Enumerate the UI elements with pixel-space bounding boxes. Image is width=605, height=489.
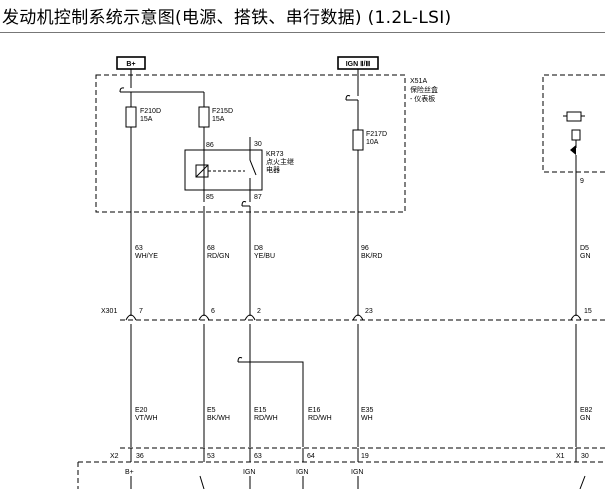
x301-pin: 2 (257, 308, 261, 315)
fuse-f210d (125, 106, 137, 128)
x2-pin: 19 (361, 453, 369, 460)
wire-lower-color: WH (361, 415, 373, 422)
wire-upper-circuit: D5 (580, 245, 589, 252)
relay-pin-85: 85 (206, 194, 214, 201)
right-module-border (542, 74, 605, 173)
relay-name-2: 电器 (266, 165, 280, 174)
wire-lower-color: RD/WH (254, 415, 278, 422)
relay-id: KR73 (266, 151, 284, 158)
fuse-f215d (198, 106, 210, 128)
x301-id: X301 (101, 308, 117, 315)
wire-e16 (250, 361, 304, 447)
bottom-label: IGN (296, 469, 308, 476)
wire-upper-circuit: D8 (254, 245, 263, 252)
x301-pin-bumps (125, 314, 582, 321)
wire-lower-circuit: E16 (308, 407, 321, 414)
wire-lower-circuit: E5 (207, 407, 216, 414)
wire-lower-color: BK/WH (207, 415, 230, 422)
title-divider (0, 32, 605, 33)
wire-lower-color: VT/WH (135, 415, 158, 422)
x2-id: X2 (110, 453, 119, 460)
ground-symbol (571, 129, 581, 141)
relay-pin-30: 30 (254, 141, 262, 148)
bplus-bus-curl (119, 87, 125, 93)
ign-label: IGN Ⅱ/Ⅲ (346, 60, 371, 68)
relay-pin-86: 86 (206, 142, 214, 149)
fuse-f210d-rating: 15A (140, 116, 153, 123)
wire-upper-circuit: 68 (207, 245, 215, 252)
x2-pin: 63 (254, 453, 262, 460)
wire-upper-circuit: 96 (361, 245, 369, 252)
x2-pin: 36 (136, 453, 144, 460)
wire-lower-color: GN (580, 415, 591, 422)
x301-pin: 15 (584, 308, 592, 315)
wire-upper-color: GN (580, 253, 591, 260)
fuse-f215d-rating: 15A (212, 116, 225, 123)
wire-lower-circuit: E35 (361, 407, 374, 414)
bplus-source-box (116, 56, 146, 70)
engine-icon (563, 111, 585, 122)
wire-upper-color: RD/GN (207, 253, 230, 260)
fuse-box-border (95, 74, 406, 213)
x1-pin: 30 (581, 453, 589, 460)
x301-pin: 23 (365, 308, 373, 315)
wire-68 (185, 127, 205, 447)
fuse-f217d (352, 129, 364, 151)
wire-d8 (242, 190, 251, 447)
x2-pin: 53 (207, 453, 215, 460)
fuse-f210d-id: F210D (140, 108, 161, 115)
x1-id: X1 (556, 453, 565, 460)
fuse-f217d-id: F217D (366, 131, 387, 138)
wire-lower-circuit: E82 (580, 407, 593, 414)
bplus-bus (120, 68, 204, 93)
right-module-pin: 9 (580, 178, 584, 185)
bottom-label: IGN (243, 469, 255, 476)
wire-lower-circuit: E20 (135, 407, 148, 414)
fuse-f215d-id: F215D (212, 108, 233, 115)
fuse-f217d-rating: 10A (366, 139, 379, 146)
module-id: X51A (410, 78, 427, 85)
ign-bus (346, 68, 359, 130)
wire-lower-circuit: E15 (254, 407, 267, 414)
wire-upper-color: WH/YE (135, 253, 158, 260)
relay-pin-87: 87 (254, 194, 262, 201)
page-title: 发动机控制系统示意图(电源、搭铁、串行数据) (1.2L-LSI) (2, 8, 452, 28)
wire-upper-color: YE/BU (254, 253, 275, 260)
module-name-2: - 仪表板 (410, 94, 435, 103)
relay-kr73 (184, 149, 263, 191)
ground-icon (570, 145, 576, 155)
ign-source-box (337, 56, 379, 70)
relay-switch (249, 150, 257, 190)
wire-lower-color: RD/WH (308, 415, 332, 422)
x2-pin: 64 (307, 453, 315, 460)
bottom-label: B+ (125, 469, 134, 476)
module-name-1: 保险丝盒 (410, 85, 438, 94)
x301-pin: 7 (139, 308, 143, 315)
wire-upper-circuit: 63 (135, 245, 143, 252)
bplus-label: B+ (126, 61, 135, 68)
wire-upper-color: BK/RD (361, 253, 382, 260)
relay-name-1: 点火主继 (266, 157, 294, 166)
x301-pin: 6 (211, 308, 215, 315)
bottom-label: IGN (351, 469, 363, 476)
